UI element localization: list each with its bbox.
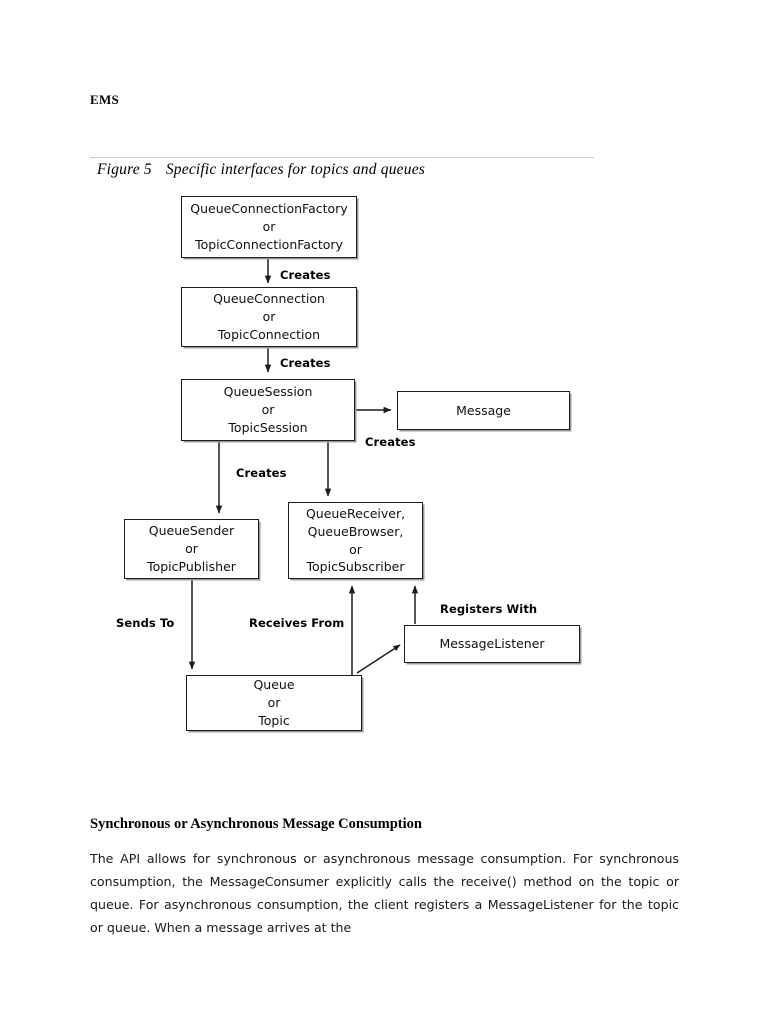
node-session[interactable]: QueueSession or TopicSession bbox=[181, 379, 355, 441]
node-message[interactable]: Message bbox=[397, 391, 570, 430]
figure-number: Figure 5 bbox=[97, 161, 152, 178]
caption-divider bbox=[90, 157, 594, 158]
edge-label-sender-to-destination: Sends To bbox=[116, 616, 175, 630]
diagram-connectors bbox=[188, 259, 419, 676]
edge-label-connection-to-session: Creates bbox=[280, 356, 331, 370]
node-message-listener[interactable]: MessageListener bbox=[404, 625, 580, 663]
node-receiver[interactable]: QueueReceiver, QueueBrowser, or TopicSub… bbox=[288, 502, 423, 579]
edge-label-session-to-producers: Creates bbox=[236, 466, 287, 480]
figure-title: Specific interfaces for topics and queue… bbox=[165, 161, 426, 178]
edge-label-factory-to-connection: Creates bbox=[280, 268, 331, 282]
node-sender[interactable]: QueueSender or TopicPublisher bbox=[124, 519, 259, 579]
node-destination[interactable]: Queue or Topic bbox=[186, 675, 362, 731]
edge-label-listener-to-receiver: Registers With bbox=[440, 602, 538, 616]
figure-caption: Figure 5 Specific interfaces for topics a… bbox=[97, 161, 425, 179]
running-head: EMS bbox=[90, 92, 120, 107]
figure-diagram: QueueConnectionFactory or TopicConnectio… bbox=[116, 196, 580, 731]
connector-destination-to-listener bbox=[356, 644, 401, 674]
section-paragraph: The API allows for synchronous or asynch… bbox=[90, 851, 679, 935]
node-connection[interactable]: QueueConnection or TopicConnection bbox=[181, 287, 357, 347]
edge-label-destination-to-receiver: Receives From bbox=[249, 616, 345, 630]
section-heading: Synchronous or Asynchronous Message Cons… bbox=[90, 816, 422, 832]
edge-label-session-to-message: Creates bbox=[365, 435, 416, 449]
node-connection-factory[interactable]: QueueConnectionFactory or TopicConnectio… bbox=[181, 196, 357, 258]
